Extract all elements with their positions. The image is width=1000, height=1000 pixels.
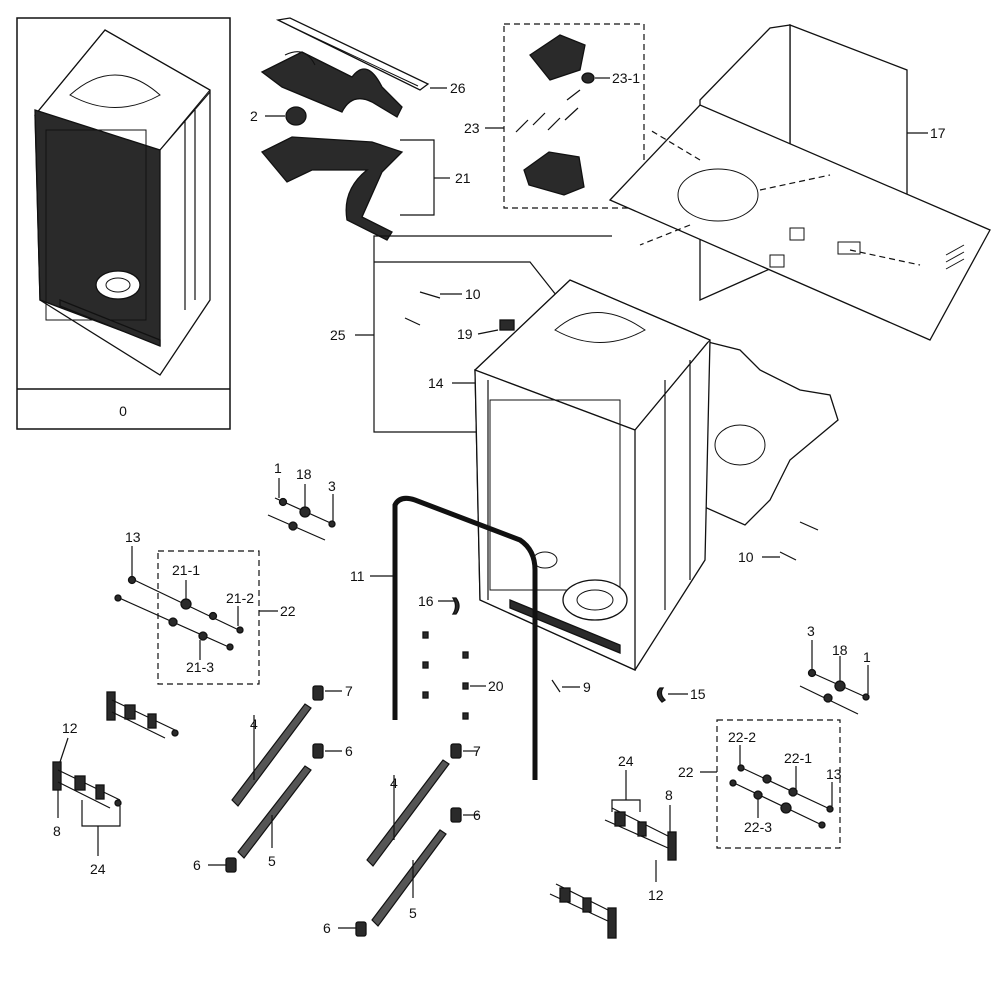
callout-5-right: 5: [409, 905, 417, 921]
kit-23-box: [503, 23, 645, 209]
bottom-insulation: [699, 339, 839, 526]
callout-23: 23: [464, 120, 480, 136]
callout-23-1: 23-1: [612, 70, 640, 86]
rack-rail-4-right: [366, 759, 450, 867]
callout-6-right-upper: 6: [473, 807, 481, 823]
callout-5-left: 5: [268, 853, 276, 869]
callout-17: 17: [930, 125, 946, 141]
callout-6-left-lower: 6: [193, 857, 201, 873]
callout-10-lower: 10: [738, 549, 754, 565]
callout-22-3: 22-3: [744, 819, 772, 835]
callout-1-right: 1: [863, 649, 871, 665]
hinge-bracket-lower-left: [52, 761, 122, 809]
callout-7-left: 7: [345, 683, 353, 699]
spray-arm-rail-26: [275, 17, 430, 91]
end-cap-6-left-upper: [312, 743, 324, 759]
callout-21-1: 21-1: [172, 562, 200, 578]
callout-13-left: 13: [125, 529, 141, 545]
callout-12-right: 12: [648, 887, 664, 903]
hinge-bracket-lower-right: [549, 883, 617, 939]
callout-8-left: 8: [53, 823, 61, 839]
callout-10-upper: 10: [465, 286, 481, 302]
screw-9: [551, 679, 561, 693]
end-cap-6-right-upper: [450, 807, 462, 823]
callout-4-right: 4: [390, 775, 398, 791]
screw-10-upper: [404, 291, 441, 326]
callout-19: 19: [457, 326, 473, 342]
hinge-bracket-upper-right: [604, 807, 677, 861]
inset-panel: 0: [16, 17, 231, 430]
callout-7-right: 7: [473, 743, 481, 759]
callout-25: 25: [330, 327, 346, 343]
callout-20: 20: [488, 678, 504, 694]
callout-6-left-upper: 6: [345, 743, 353, 759]
screw-10-lower: [779, 521, 819, 561]
hook-15: [656, 687, 667, 703]
callout-16: 16: [418, 593, 434, 609]
inset-label: 0: [119, 403, 127, 419]
group-25-frame: [373, 235, 612, 433]
spray-nozzle-2: [285, 106, 307, 126]
callout-2: 2: [250, 108, 258, 124]
callout-22-2: 22-2: [728, 729, 756, 745]
rack-rail-5-right: [371, 829, 447, 927]
callout-22-1: 22-1: [784, 750, 812, 766]
kit-22-right-parts: [729, 764, 834, 829]
callout-4-left: 4: [250, 716, 258, 732]
lower-spray-rail-21: [260, 136, 404, 241]
door-gasket-11: [392, 495, 538, 780]
callout-11: 11: [350, 568, 365, 584]
callout-18-left: 18: [296, 466, 312, 482]
callout-9: 9: [583, 679, 591, 695]
callout-8-right: 8: [665, 787, 673, 803]
hinge-bracket-upper-left: [106, 691, 179, 739]
dishwasher-tub: [474, 279, 711, 672]
callout-18-right: 18: [832, 642, 848, 658]
rack-rail-5-left: [237, 765, 312, 859]
callout-1-left: 1: [274, 460, 282, 476]
rack-rail-4-left: [231, 703, 312, 807]
callout-3-left: 3: [328, 478, 336, 494]
callout-21-3: 21-3: [186, 659, 214, 675]
end-cap-7-left: [312, 685, 324, 701]
kit-23-parts: [515, 34, 595, 196]
tub-assembly-thumbnail: [34, 29, 211, 376]
kit-22-left-box: [157, 550, 260, 685]
insulation-blanket-17: [608, 24, 991, 341]
callout-14: 14: [428, 375, 444, 391]
end-cap-7-right: [450, 743, 462, 759]
callout-13-right: 13: [826, 766, 842, 782]
callout-24-left: 24: [90, 861, 106, 877]
kit-22-left-parts: [114, 575, 244, 651]
callout-26: 26: [450, 80, 466, 96]
end-cap-6-left-lower: [225, 857, 237, 873]
hinge-pins-left: [267, 497, 336, 541]
end-cap-6-right-lower: [355, 921, 367, 937]
callout-22-right: 22: [678, 764, 694, 780]
callout-15: 15: [690, 686, 706, 702]
gasket-clips-20: [422, 631, 469, 720]
callout-21: 21: [455, 170, 471, 186]
kit-22-right-box: [716, 719, 841, 849]
callout-22-left: 22: [280, 603, 296, 619]
callout-12-left: 12: [62, 720, 78, 736]
callout-21-2: 21-2: [226, 590, 254, 606]
callout-3-right: 3: [807, 623, 815, 639]
upper-rack-rail-assembly: [260, 51, 403, 118]
hinge-pins-right: [799, 668, 870, 715]
callout-24-right: 24: [618, 753, 634, 769]
clip-19: [499, 319, 515, 331]
callout-6-right-lower: 6: [323, 920, 331, 936]
